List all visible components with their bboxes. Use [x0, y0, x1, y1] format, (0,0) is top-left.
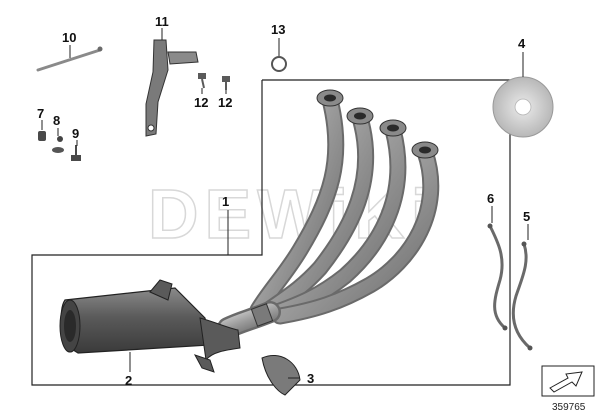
direction-arrow-icon [541, 365, 595, 397]
part-cable-5 [511, 241, 533, 351]
callout-5: 5 [523, 209, 530, 224]
callout-12b: 12 [218, 95, 232, 110]
exhaust-header [217, 89, 440, 339]
part-rod [36, 46, 103, 72]
callout-10: 10 [62, 30, 76, 45]
callout-13: 13 [271, 22, 285, 37]
callout-7: 7 [37, 106, 44, 121]
callout-4: 4 [518, 36, 526, 51]
callout-12a: 12 [194, 95, 208, 110]
part-bolt-12a [198, 73, 206, 89]
callout-2: 2 [125, 373, 132, 388]
leader-lines [41, 28, 529, 379]
callout-9: 9 [72, 126, 79, 141]
callout-1: 1 [222, 194, 229, 209]
part-disc [492, 76, 554, 138]
part-cable-6 [487, 223, 508, 331]
part-bolt-12b [222, 76, 230, 90]
part-bracket [145, 39, 199, 137]
callout-3: 3 [307, 371, 314, 386]
part-bolt-9 [71, 145, 81, 161]
part-muffler [59, 279, 241, 373]
document-number: 359765 [552, 402, 586, 413]
callout-6: 6 [487, 191, 494, 206]
callout-11: 11 [155, 14, 169, 29]
part-gasket-ring [271, 56, 287, 72]
part-screw-7 [38, 131, 46, 141]
callout-8: 8 [53, 113, 60, 128]
part-heat-shield [261, 355, 301, 396]
part-washer-8 [52, 136, 64, 153]
